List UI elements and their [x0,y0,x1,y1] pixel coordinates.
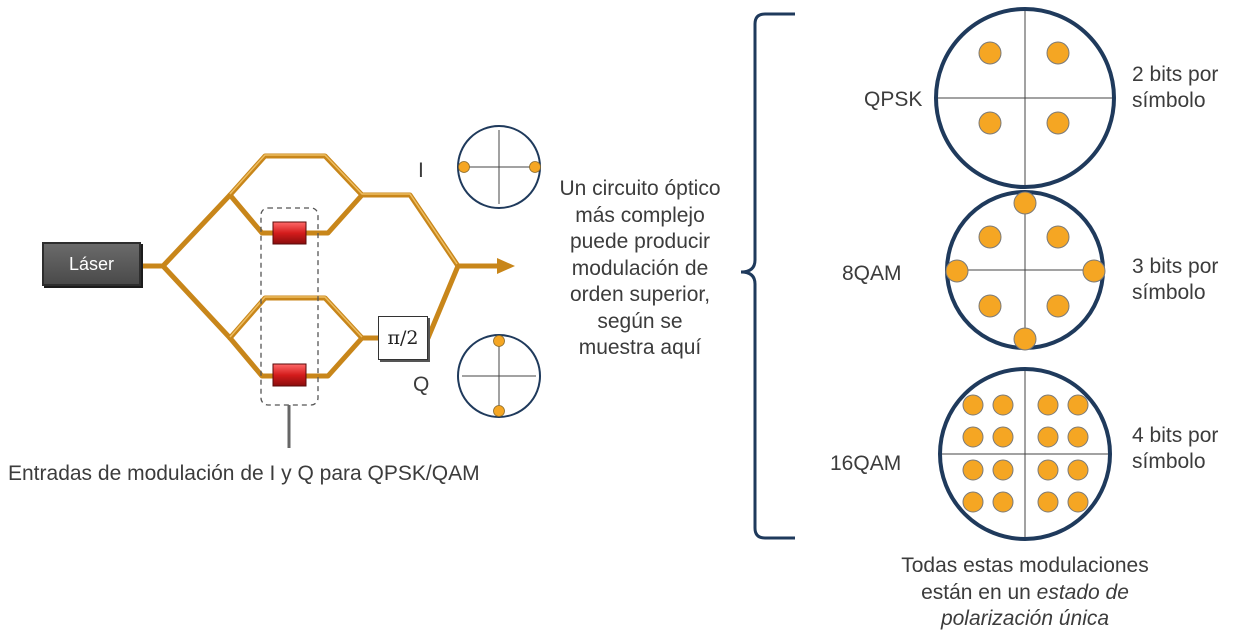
8qam-constellation [945,190,1106,351]
modulator-i [272,221,307,245]
constellation-point [992,459,1014,481]
explanation-line: puede producir [569,230,711,253]
constellation-point [1067,491,1089,513]
explanation-line: modulación de [571,256,709,280]
modulation-input-box [260,207,319,406]
constellation-point [1046,41,1070,65]
modulation-inputs-caption: Entradas de modulación de I y Q para QPS… [8,462,480,485]
waveguide-upper-to-combiner [359,192,461,269]
constellation-point [962,491,984,513]
laser-source: Láser [42,242,141,286]
explanation-line: orden superior, [569,283,711,306]
constellation-point [978,294,1002,318]
constellation-point [1046,294,1070,318]
footnote-emphasis: estado de [1036,580,1129,604]
constellation-point [493,405,505,417]
waveguide-network [138,153,503,379]
constellation-point [458,161,470,173]
footnote-text: están en un [921,580,1037,604]
waveguide-lower-outer-arm [227,295,365,341]
explanation-line: muestra aquí [578,336,702,359]
constellation-point [1046,111,1070,135]
constellation-point [978,41,1002,65]
qpsk-constellation [934,7,1116,189]
q-label: Q [413,373,430,396]
explanation-line: según se [597,309,683,333]
polarization-footnote: Todas estas modulaciones están en un est… [855,553,1195,633]
phase-shifter-label: π/2 [387,327,419,349]
8qam-bits: 3 bits por símbolo [1132,254,1218,306]
constellation-point [1082,259,1106,283]
phase-shifter: π/2 [378,316,428,360]
qpsk-bits: 2 bits por símbolo [1132,62,1218,114]
i-constellation [457,125,541,209]
footnote-line: polarización única [940,607,1110,630]
constellation-point [529,161,541,173]
explanation-text: Un circuito óptico más complejo puede pr… [540,176,740,362]
constellation-point [945,259,969,283]
16qam-constellation [938,367,1112,541]
footnote-line: Todas estas modulaciones [901,554,1149,577]
constellation-point [978,111,1002,135]
waveguide-phase-to-combiner [425,263,461,341]
8qam-label: 8QAM [842,262,902,285]
constellation-point [1067,394,1089,416]
constellation-point [962,459,984,481]
constellation-point [493,335,505,347]
constellation-point [962,394,984,416]
constellation-point [962,426,984,448]
modulator-q [272,363,307,387]
bits-line: símbolo [1132,281,1206,304]
constellation-point [1013,327,1037,351]
qpsk-label: QPSK [864,88,923,111]
16qam-label: 16QAM [830,452,902,475]
constellation-point [1013,191,1037,215]
waveguide-lower-split [160,263,233,341]
constellation-point [1037,491,1059,513]
bits-line: símbolo [1132,89,1206,112]
constellation-point [992,491,1014,513]
constellation-point [992,426,1014,448]
footnote-line: están en un estado de [855,580,1195,607]
q-constellation [457,334,541,418]
bits-line: símbolo [1132,450,1206,473]
constellation-point [1037,459,1059,481]
bits-line: 2 bits por [1132,63,1219,86]
explanation-line: Un circuito óptico [559,177,721,200]
i-label: I [418,159,424,182]
waveguide-upper-outer-arm [227,153,365,198]
waveguide-upper-split [160,192,233,269]
constellation-point [1067,426,1089,448]
explanation-line: más complejo [575,203,705,227]
bits-line: 3 bits por [1132,255,1219,278]
16qam-bits: 4 bits por símbolo [1132,423,1218,475]
constellation-point [1037,426,1059,448]
constellation-point [992,394,1014,416]
grouping-brace [740,12,795,540]
constellation-point [1067,459,1089,481]
constellation-point [1046,225,1070,249]
output-arrow-icon [497,258,515,274]
bits-line: 4 bits por [1132,424,1219,447]
constellation-point [978,225,1002,249]
laser-label: Láser [68,253,115,274]
constellation-point [1037,394,1059,416]
